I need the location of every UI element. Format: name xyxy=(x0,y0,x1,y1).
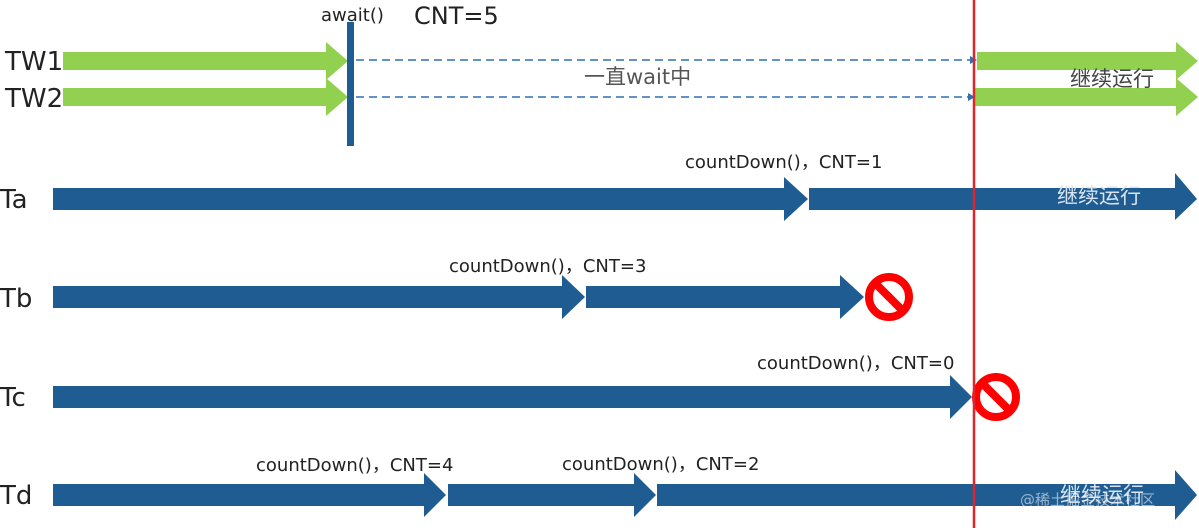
thread-label-tw1: TW1 xyxy=(4,47,63,77)
tc-arrow xyxy=(53,375,972,419)
continue-label-tw: 继续运行 xyxy=(1070,67,1154,91)
wait-dashed-lines xyxy=(356,56,977,101)
continue-label-td: 继续运行 xyxy=(1060,483,1144,507)
watermark: @稀土掘金技术社区 xyxy=(1020,491,1155,509)
tw2-arrow-before xyxy=(63,78,348,116)
td-arrow-segment-1 xyxy=(53,473,446,517)
countdown-label-ta: countDown()，CNT=1 xyxy=(685,152,882,173)
thread-label-ta: Ta xyxy=(0,185,28,215)
tw2-arrow-after xyxy=(975,78,1198,116)
countdown-label-td-2: countDown()，CNT=2 xyxy=(562,454,759,475)
thread-label-tw2: TW2 xyxy=(4,84,63,114)
tb-arrow-segment-1 xyxy=(53,275,585,319)
thread-label-tb: Tb xyxy=(0,284,32,314)
no-entry-icon xyxy=(865,273,913,321)
ta-arrow-segment-2 xyxy=(809,173,1197,220)
tb-arrow-segment-2 xyxy=(586,275,864,319)
tw1-arrow-after xyxy=(977,42,1198,80)
td-arrow-segment-2 xyxy=(448,473,656,517)
await-barrier xyxy=(347,22,354,146)
countdown-label-td-1: countDown()，CNT=4 xyxy=(256,455,453,476)
tw1-arrow-before xyxy=(63,42,348,80)
await-label: await() xyxy=(321,5,384,26)
ta-arrow-segment-1 xyxy=(53,177,808,221)
td-arrow-segment-3 xyxy=(657,470,1197,520)
waiting-label: 一直wait中 xyxy=(584,65,691,89)
continue-label-ta: 继续运行 xyxy=(1057,184,1141,208)
thread-label-tc: Tc xyxy=(0,383,26,413)
no-entry-icon xyxy=(972,373,1020,421)
cnt-initial-label: CNT=5 xyxy=(414,2,499,30)
countdown-label-tc: countDown()，CNT=0 xyxy=(757,353,954,374)
countdown-label-tb: countDown()，CNT=3 xyxy=(449,256,646,277)
thread-label-td: Td xyxy=(0,481,32,511)
